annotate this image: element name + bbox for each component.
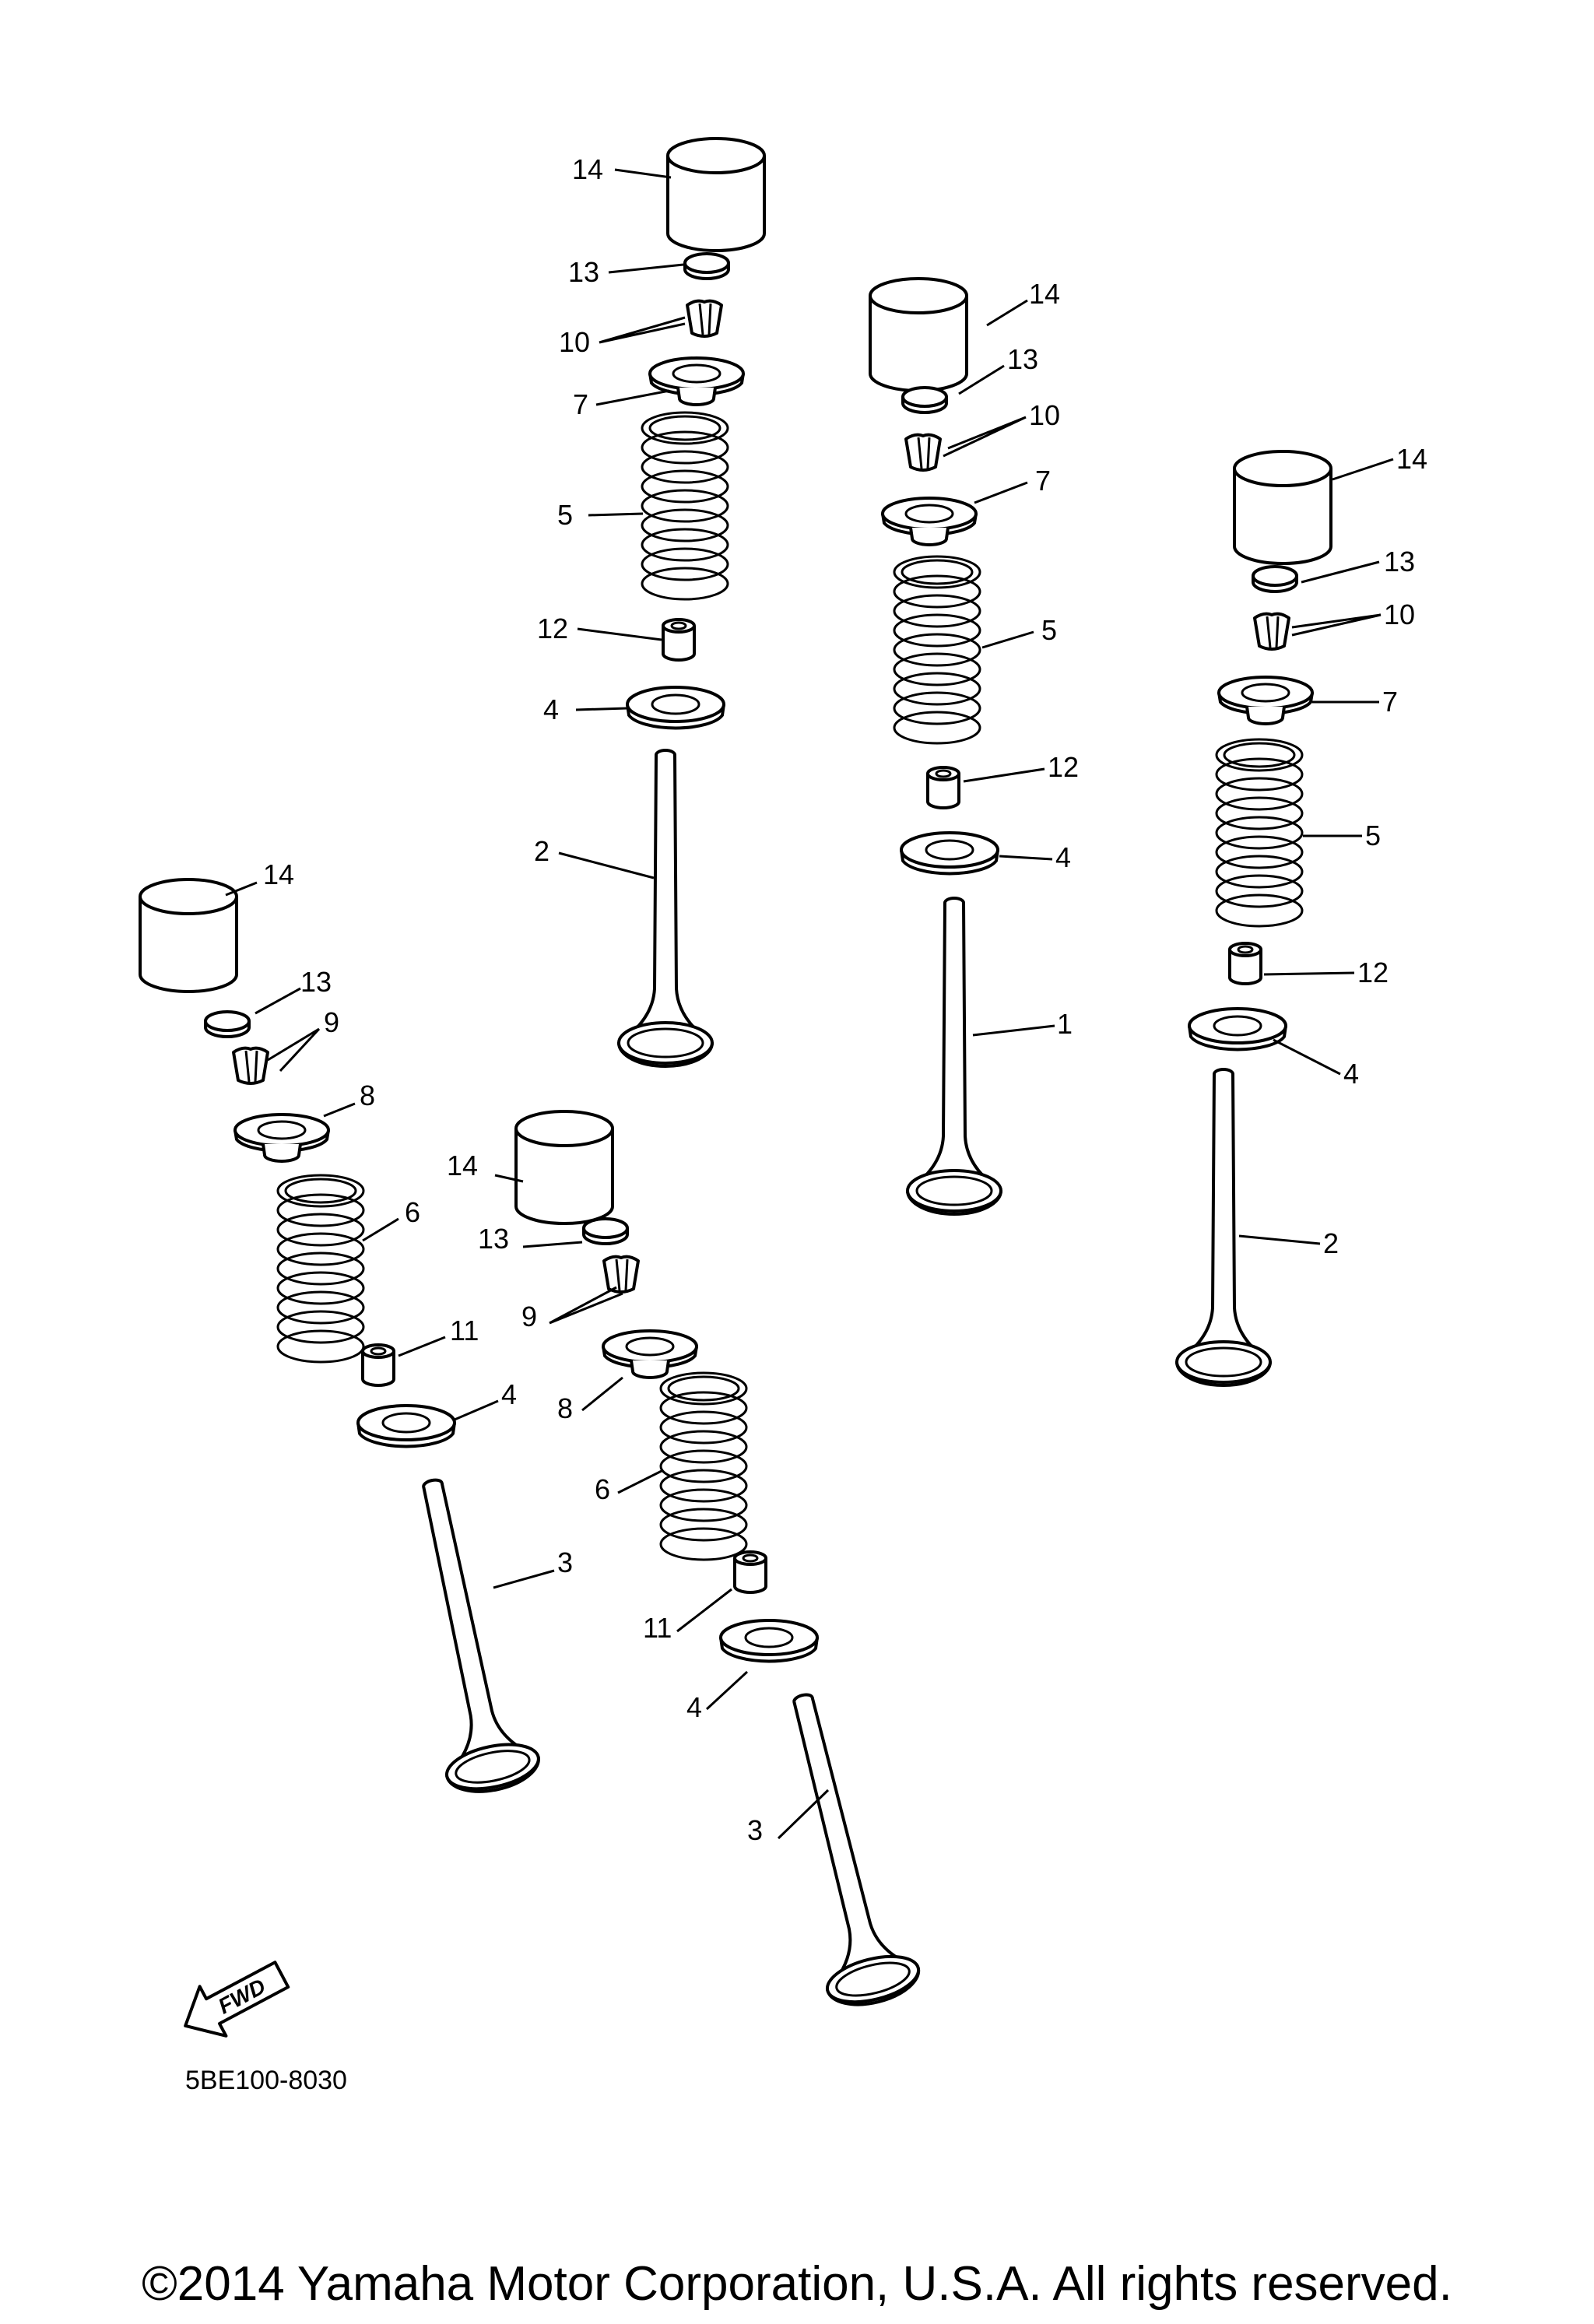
callout-14-middle: 14	[1029, 278, 1060, 310]
callout-11-lower-center: 11	[643, 1612, 672, 1644]
callout-13-right: 13	[1384, 546, 1415, 577]
callout-12-middle: 12	[1048, 751, 1079, 783]
callout-7-top-center: 7	[573, 388, 588, 420]
callout-4-top-center: 4	[543, 693, 559, 725]
copyright-notice: ©2014 Yamaha Motor Corporation, U.S.A. A…	[142, 2257, 1452, 2311]
callout-6-left: 6	[405, 1196, 420, 1228]
callout-3-lower-center: 3	[747, 1814, 763, 1846]
callout-8-lower-center: 8	[557, 1392, 573, 1424]
callout-labels: 14 13 10 7 5 12 4 2 14 13 10 7 5 12 4 1 …	[263, 153, 1427, 1846]
valve-assembly-top-center	[558, 137, 766, 1068]
diagram-code: 5BE100-8030	[185, 2066, 347, 2095]
callout-13-middle: 13	[1007, 343, 1038, 375]
valve-assembly-left	[139, 878, 555, 1801]
callout-14-top-center: 14	[572, 153, 603, 185]
callout-10-right: 10	[1384, 599, 1415, 630]
callout-13-lower-center: 13	[478, 1223, 509, 1255]
callout-4-right: 4	[1343, 1058, 1359, 1090]
callout-13-left: 13	[300, 966, 332, 998]
callout-14-left: 14	[263, 858, 294, 890]
callout-1-middle: 1	[1057, 1008, 1073, 1040]
callout-3-left: 3	[557, 1546, 573, 1578]
callout-7-right: 7	[1382, 686, 1398, 718]
callout-5-right: 5	[1365, 820, 1381, 851]
callout-5-middle: 5	[1041, 614, 1057, 646]
fwd-arrow-icon: FWD	[184, 1961, 290, 2038]
callout-11-left: 11	[450, 1315, 479, 1346]
callout-12-top-center: 12	[537, 613, 568, 644]
callout-10-top-center: 10	[559, 326, 590, 358]
callout-12-right: 12	[1357, 957, 1389, 988]
valve-assembly-right	[1175, 450, 1394, 1387]
callout-7-middle: 7	[1035, 465, 1051, 497]
callout-9-left: 9	[324, 1006, 339, 1038]
valve-assembly-lower-center	[494, 1110, 925, 2015]
callout-14-lower-center: 14	[447, 1150, 478, 1181]
callout-2-right: 2	[1323, 1227, 1339, 1259]
callout-4-middle: 4	[1055, 841, 1071, 873]
callout-6-lower-center: 6	[595, 1473, 610, 1505]
valve-assembly-middle	[869, 277, 1055, 1216]
callout-8-left: 8	[360, 1080, 375, 1111]
callout-10-middle: 10	[1029, 399, 1060, 431]
callout-5-top-center: 5	[557, 499, 573, 531]
callout-4-lower-center: 4	[686, 1691, 702, 1723]
callout-13-top-center: 13	[568, 256, 599, 288]
callout-4-left: 4	[501, 1378, 517, 1410]
callout-2-top-center: 2	[534, 835, 549, 867]
callout-14-right: 14	[1396, 443, 1427, 475]
callout-9-lower-center: 9	[521, 1301, 537, 1332]
